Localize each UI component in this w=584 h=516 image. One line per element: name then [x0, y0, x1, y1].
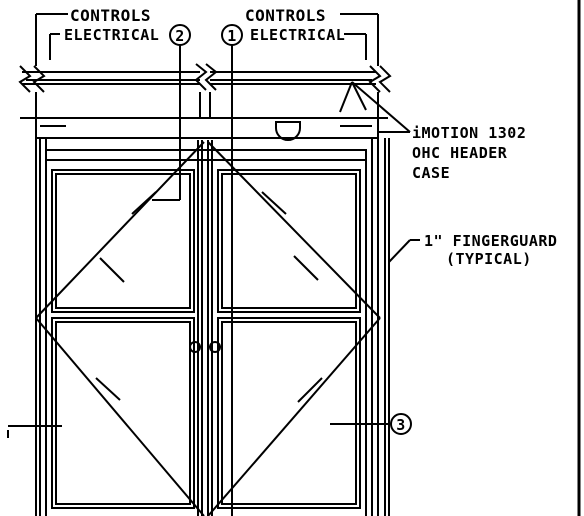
overhead-header	[18, 63, 392, 139]
motion-sensor	[275, 121, 301, 141]
right-door-pull	[209, 341, 221, 353]
right-controls-label: CONTROLS	[245, 6, 326, 25]
marker-1-label: 1	[227, 27, 237, 45]
right-controls-callout: 1 CONTROLS ELECTRICAL	[221, 6, 379, 66]
marker-3-circle	[390, 413, 412, 435]
top-stop	[45, 149, 367, 161]
left-controls-callout: CONTROLS ELECTRICAL 2	[35, 6, 191, 66]
left-controls-label: CONTROLS	[70, 6, 151, 25]
fingerguard-leader	[388, 239, 420, 263]
right-electrical-label: ELECTRICAL	[250, 26, 345, 44]
marker-2-label: 2	[175, 27, 185, 45]
header-note-leader	[339, 81, 411, 133]
header-note-line3: CASE	[412, 164, 450, 182]
swing-lines	[35, 141, 381, 516]
header-note-line1: iMOTION 1302	[412, 124, 526, 142]
right-door-leaf	[207, 140, 367, 516]
fingerguard-note-line1: 1" FINGERGUARD	[424, 232, 557, 250]
left-electrical-label: ELECTRICAL	[64, 26, 159, 44]
header-note-line2: OHC HEADER	[412, 144, 508, 162]
left-door-pull	[189, 341, 201, 353]
marker-3-label: 3	[396, 416, 406, 434]
left-door-leaf	[45, 140, 203, 516]
fingerguard-note-line2: (TYPICAL)	[446, 250, 532, 268]
meeting-stiles	[197, 140, 213, 516]
